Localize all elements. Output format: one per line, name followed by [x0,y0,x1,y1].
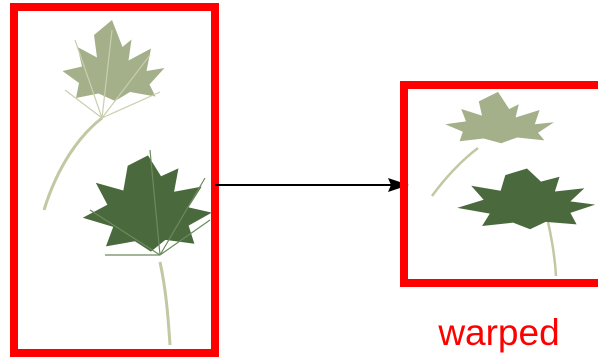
pale-leaf-stem-warped [432,148,478,196]
pale-leaf-blade [63,20,165,101]
pale-leaf-blade-warped [445,92,554,143]
dark-leaf-blade-warped [457,169,595,230]
pale-leaf-stem [44,118,102,210]
dark-leaf-stem [160,262,170,345]
dark-leaf-original [83,150,212,345]
warped-panel [404,85,598,283]
dark-leaf-warped [457,169,595,276]
dark-leaf-blade [83,155,212,251]
warped-caption: warped [400,309,598,357]
warp-arrow [215,178,409,192]
original-panel [14,7,215,353]
dark-leaf-stem-warped [548,222,556,276]
